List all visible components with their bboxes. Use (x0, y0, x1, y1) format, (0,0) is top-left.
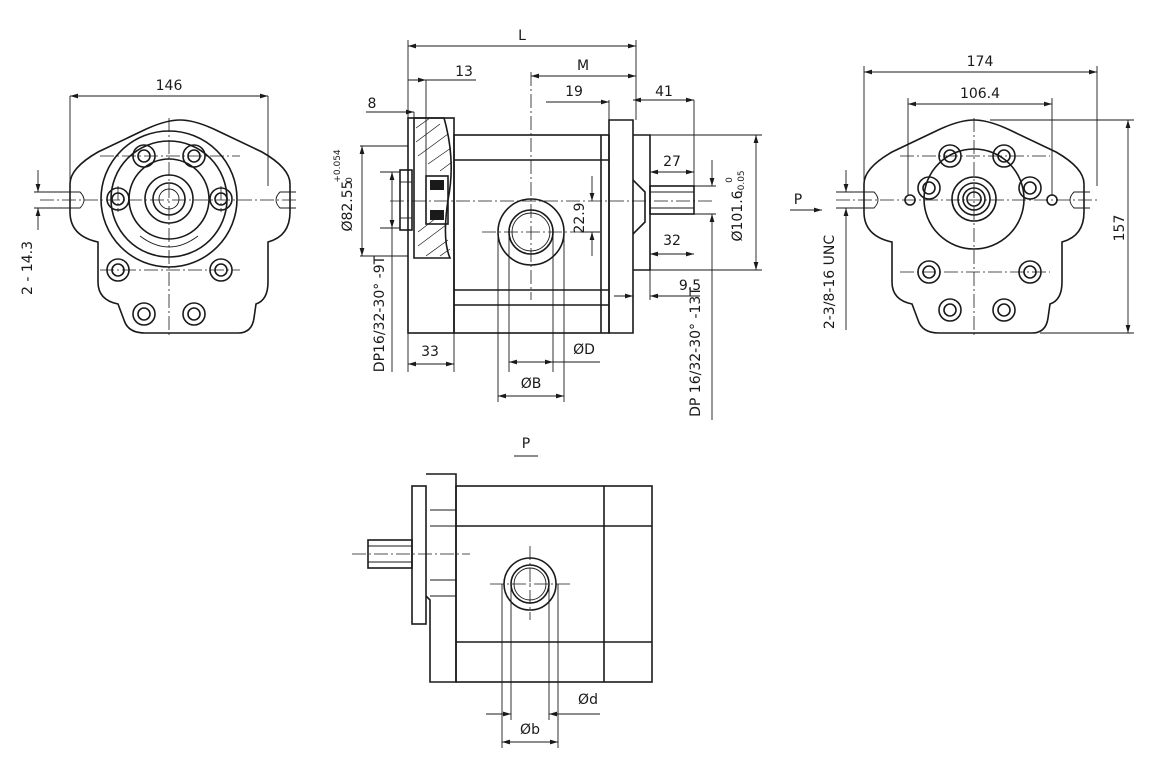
dim-33-label: 33 (421, 344, 439, 360)
front-width-label: 146 (156, 78, 183, 94)
dim-big-b-label: ØB (521, 376, 542, 392)
pilot-right-label: Ø101.6 (730, 190, 746, 241)
rear-port-label: P (794, 192, 802, 208)
dim-small-d-label: Ød (578, 692, 598, 708)
pilot-right-tol-upper: 0 (725, 177, 735, 183)
pilot-left-label: Ø82.55 (340, 180, 356, 231)
dim-27-label: 27 (663, 154, 681, 170)
bottom-view: P Ød Øb (352, 436, 653, 748)
front-view: 146 2 - 14.3 (20, 78, 298, 336)
dim-small-b-label: Øb (520, 722, 540, 738)
pilot-left-tol-lower: 0 (345, 177, 355, 183)
slot-width-label: 2 - 14.3 (20, 241, 36, 295)
dim-big-d-label: ØD (573, 342, 595, 358)
dim-13-label: 13 (455, 64, 473, 80)
rear-height-label: 157 (1112, 215, 1128, 242)
pilot-right-tol-lower: -0.05 (737, 170, 747, 193)
dim-8-label: 8 (368, 96, 377, 112)
rear-thread-label: 2-3/8-16 UNC (822, 235, 838, 330)
spline-right-label: DP 16/32-30° -13T (688, 287, 704, 417)
dim-m-label: M (577, 58, 589, 74)
length-label: L (518, 28, 526, 44)
dim-22-9-label: 22.9 (572, 202, 588, 233)
dim-9-5-label: 9.5 (679, 278, 701, 294)
side-view: L 13 8 M 19 41 27 22.9 32 (333, 28, 762, 420)
rear-view: 174 106.4 157 P 2-3/8-16 UNC (790, 54, 1134, 336)
spline-left-label: DP16/32-30° -9T (372, 255, 388, 372)
dim-19-label: 19 (565, 84, 583, 100)
dim-41-label: 41 (655, 84, 673, 100)
rear-bolt-spacing-label: 106.4 (960, 86, 1000, 102)
rear-width-label: 174 (967, 54, 994, 70)
bottom-view-label: P (522, 436, 530, 452)
pilot-left-tol-upper: +0.054 (333, 149, 343, 183)
dim-32-label: 32 (663, 233, 681, 249)
